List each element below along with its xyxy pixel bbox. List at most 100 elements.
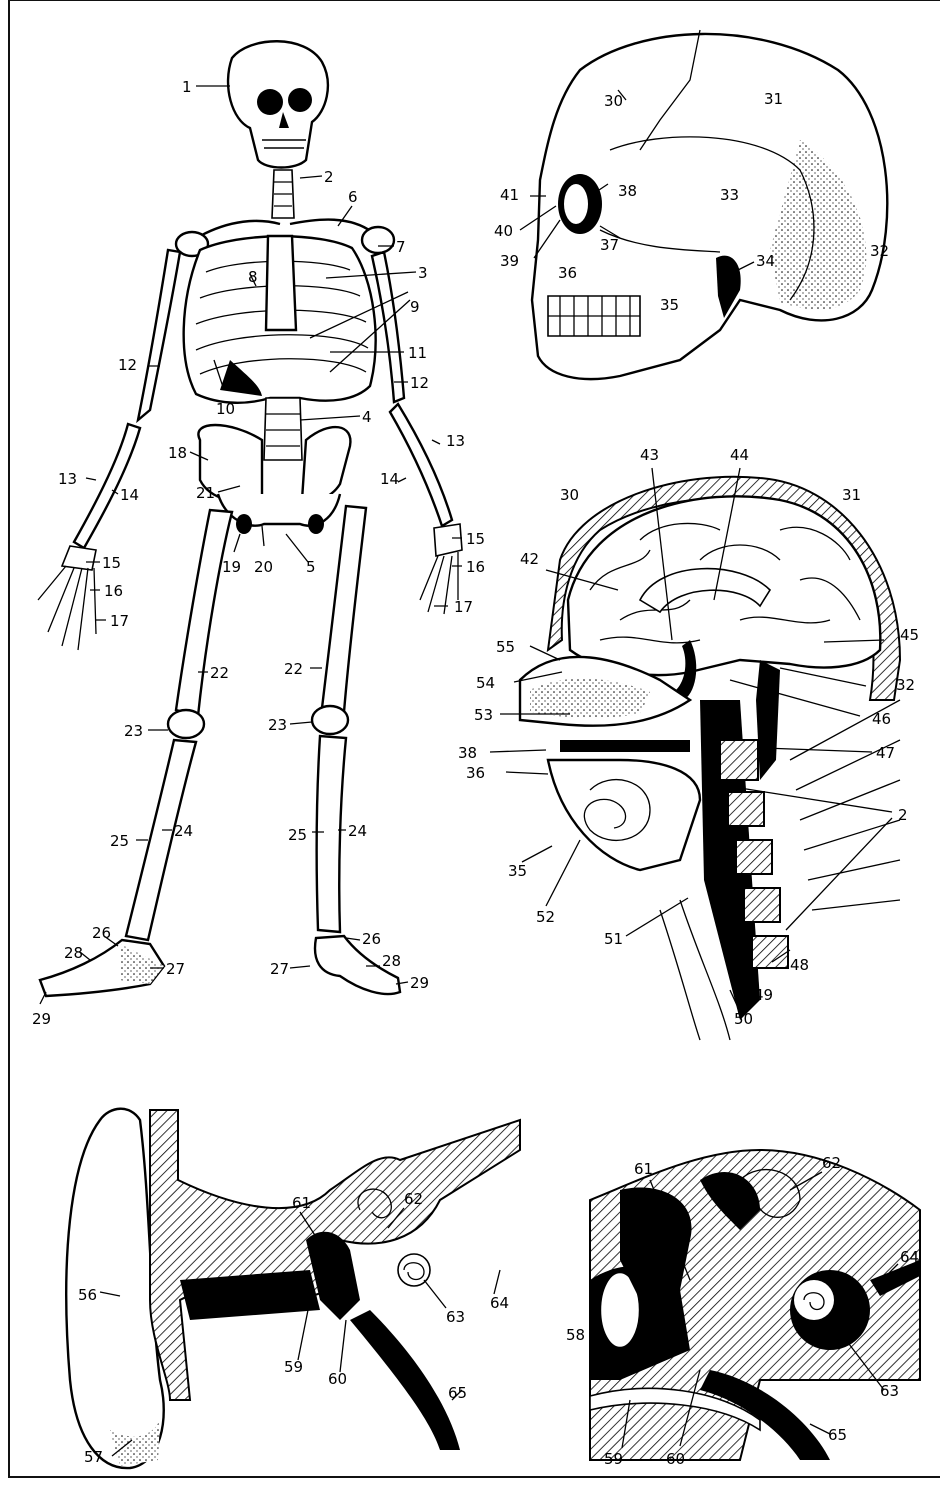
head-section-label: 55 [496, 638, 515, 656]
ear-label: 58 [190, 1284, 209, 1302]
skull-label: 36 [558, 264, 577, 282]
skull-label: 35 [660, 296, 679, 314]
ear-label: 64 [490, 1294, 509, 1312]
skeleton-label: 2 [324, 168, 334, 186]
skeleton-label: 24 [174, 822, 193, 840]
skeleton-label: 9 [410, 298, 420, 316]
head-section-label: 36 [466, 764, 485, 782]
skull-lateral-view [532, 30, 887, 379]
ear-label: 65 [448, 1384, 467, 1402]
head-section-label: 46 [872, 710, 891, 728]
skeleton-label: 15 [102, 554, 121, 572]
skeleton-label: 26 [92, 924, 111, 942]
skull-label: 31 [764, 90, 783, 108]
head-section-label: 32 [896, 676, 915, 694]
ear-label: 57 [84, 1448, 103, 1466]
head-section-label: 35 [508, 862, 527, 880]
ear-detail-label: 60 [666, 1450, 685, 1468]
skeleton-label: 13 [446, 432, 465, 450]
skeleton-label: 29 [32, 1010, 51, 1028]
ear-detail-label: 62 [822, 1154, 841, 1172]
skeleton-label: 18 [168, 444, 187, 462]
skeleton-figure [38, 41, 462, 996]
skeleton-label: 20 [254, 558, 273, 576]
skeleton-label: 17 [454, 598, 473, 616]
ear-label: 56 [78, 1286, 97, 1304]
ear-detail-label: 64 [900, 1248, 919, 1266]
skeleton-label: 12 [410, 374, 429, 392]
skeleton-label: 11 [408, 344, 427, 362]
head-section-label: 43 [640, 446, 659, 464]
ear-section [66, 1109, 520, 1468]
skull-label: 34 [756, 252, 775, 270]
ear-detail-section [590, 1150, 920, 1460]
head-section-label: 42 [520, 550, 539, 568]
head-section-label: 30 [560, 486, 579, 504]
head-section-label: 49 [754, 986, 773, 1004]
ear-label: 61 [292, 1194, 311, 1212]
skeleton-label: 25 [288, 826, 307, 844]
skull-label: 37 [600, 236, 619, 254]
skeleton-label: 17 [110, 612, 129, 630]
skeleton-label: 16 [104, 582, 123, 600]
skeleton-label: 21 [196, 484, 215, 502]
head-section-label: 51 [604, 930, 623, 948]
skeleton-label: 29 [410, 974, 429, 992]
skeleton-label: 10 [216, 400, 235, 418]
ear-detail-label: 61 [634, 1160, 653, 1178]
skeleton-label: 14 [380, 470, 399, 488]
ear-detail-label: 65 [828, 1426, 847, 1444]
skeleton-label: 28 [64, 944, 83, 962]
head-section-label: 54 [476, 674, 495, 692]
head-section-label: 2 [898, 806, 908, 824]
skull-label: 40 [494, 222, 513, 240]
head-section-label: 44 [730, 446, 749, 464]
skull-label: 33 [720, 186, 739, 204]
ear-label: 62 [404, 1190, 423, 1208]
skeleton-label: 25 [110, 832, 129, 850]
skeleton-label: 14 [120, 486, 139, 504]
ear-label: 63 [446, 1308, 465, 1326]
skull-label: 38 [618, 182, 637, 200]
skeleton-label: 22 [210, 664, 229, 682]
head-sagittal-section [520, 477, 900, 1040]
ear-detail-label: 59 [604, 1450, 623, 1468]
skull-label: 41 [500, 186, 519, 204]
skeleton-label: 8 [248, 268, 258, 286]
skeleton-label: 12 [118, 356, 137, 374]
head-section-label: 50 [734, 1010, 753, 1028]
skeleton-label: 26 [362, 930, 381, 948]
skeleton-label: 22 [284, 660, 303, 678]
skeleton-label: 7 [396, 238, 406, 256]
head-section-label: 38 [458, 744, 477, 762]
skull-label: 30 [604, 92, 623, 110]
ear-label: 60 [328, 1370, 347, 1388]
ear-label: 59 [284, 1358, 303, 1376]
skeleton-label: 24 [348, 822, 367, 840]
skeleton-label: 5 [306, 558, 316, 576]
head-section-label: 31 [842, 486, 861, 504]
head-section-label: 45 [900, 626, 919, 644]
skeleton-label: 27 [166, 960, 185, 978]
skeleton-label: 1 [182, 78, 192, 96]
skeleton-label: 15 [466, 530, 485, 548]
skull-label: 32 [870, 242, 889, 260]
skeleton-label: 23 [268, 716, 287, 734]
skeleton-label: 13 [58, 470, 77, 488]
head-section-label: 52 [536, 908, 555, 926]
skeleton-label: 27 [270, 960, 289, 978]
skeleton-label: 4 [362, 408, 372, 426]
ear-detail-label: 63 [880, 1382, 899, 1400]
ear-detail-label: 58 [566, 1326, 585, 1344]
head-section-label: 53 [474, 706, 493, 724]
skull-label: 39 [500, 252, 519, 270]
head-section-label: 47 [876, 744, 895, 762]
skeleton-label: 19 [222, 558, 241, 576]
skeleton-label: 23 [124, 722, 143, 740]
skeleton-label: 16 [466, 558, 485, 576]
skeleton-label: 6 [348, 188, 358, 206]
skeleton-label: 3 [418, 264, 428, 282]
head-section-label: 48 [790, 956, 809, 974]
